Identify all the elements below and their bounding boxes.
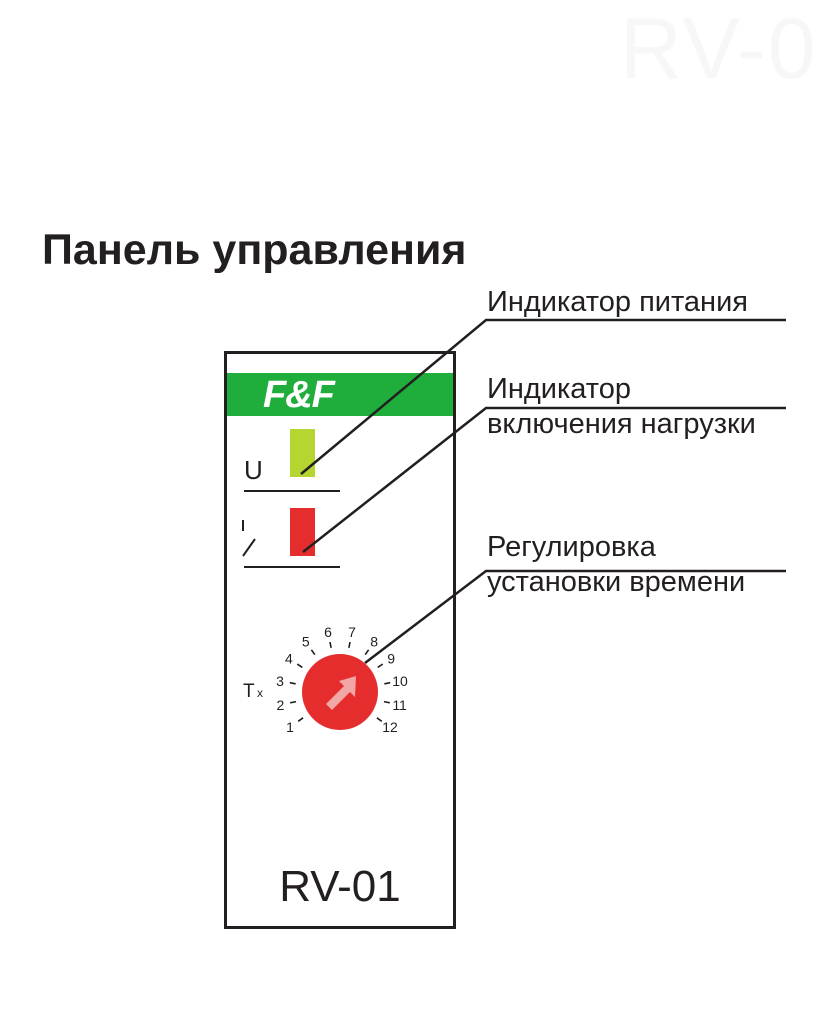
callout-power-indicator: Индикатор питания bbox=[487, 286, 748, 318]
model-label: RV-01 bbox=[279, 862, 401, 911]
knob-arrow-icon bbox=[326, 676, 356, 710]
dial-scale-label: 1 bbox=[286, 719, 294, 735]
dial-tick bbox=[310, 649, 316, 656]
callout-load-indicator: Индикатор включения нагрузки bbox=[487, 372, 756, 442]
dial-tick bbox=[377, 663, 384, 669]
leader-time bbox=[364, 569, 786, 664]
dial-tick bbox=[290, 700, 297, 704]
callout-load-line2: включения нагрузки bbox=[487, 408, 756, 440]
power-indicator-led bbox=[290, 429, 315, 477]
voltage-label: U bbox=[244, 455, 263, 485]
leader-load bbox=[302, 406, 786, 553]
callout-load-line1: Индикатор bbox=[487, 373, 632, 405]
device-front-panel: F&F U RV-01 bbox=[224, 351, 456, 929]
dial-scale-label: 2 bbox=[277, 697, 285, 713]
dial-tick bbox=[289, 681, 296, 685]
dial-tick bbox=[364, 649, 370, 656]
leader-power bbox=[300, 318, 786, 475]
section-title: Панель управления bbox=[42, 226, 467, 274]
dial-tick bbox=[383, 700, 390, 704]
dial-scale-label: 12 bbox=[382, 719, 398, 735]
brand-logo: F&F bbox=[263, 374, 335, 416]
dial-scale-label: 7 bbox=[348, 624, 356, 640]
dial-scale-label: 5 bbox=[302, 634, 310, 650]
background-watermark-text: RV-0 bbox=[620, 1, 818, 97]
dial-tick bbox=[348, 641, 351, 649]
dial-tick bbox=[297, 717, 304, 722]
dial-tick bbox=[329, 641, 332, 649]
time-label: T bbox=[243, 681, 255, 702]
leader-lines bbox=[300, 318, 786, 664]
time-multiplier-label: x bbox=[257, 686, 263, 700]
dial-scale-label: 3 bbox=[276, 673, 284, 689]
dial-scale-label: 8 bbox=[370, 634, 378, 650]
relay-contact-icon bbox=[242, 520, 256, 557]
dial-scale-label: 6 bbox=[324, 624, 332, 640]
dial-tick bbox=[384, 681, 391, 685]
dial-scale-label: 11 bbox=[392, 697, 407, 713]
callout-time-line1: Регулировка bbox=[487, 531, 656, 563]
dial-tick bbox=[296, 663, 303, 669]
dial-scale-label: 9 bbox=[387, 651, 395, 667]
dial-scale-label: 4 bbox=[285, 651, 293, 667]
divider-line bbox=[244, 566, 340, 568]
dial-scale-label: 10 bbox=[392, 673, 408, 689]
load-indicator-led bbox=[290, 508, 315, 556]
dial-tick bbox=[376, 717, 383, 722]
divider-line bbox=[244, 490, 340, 492]
